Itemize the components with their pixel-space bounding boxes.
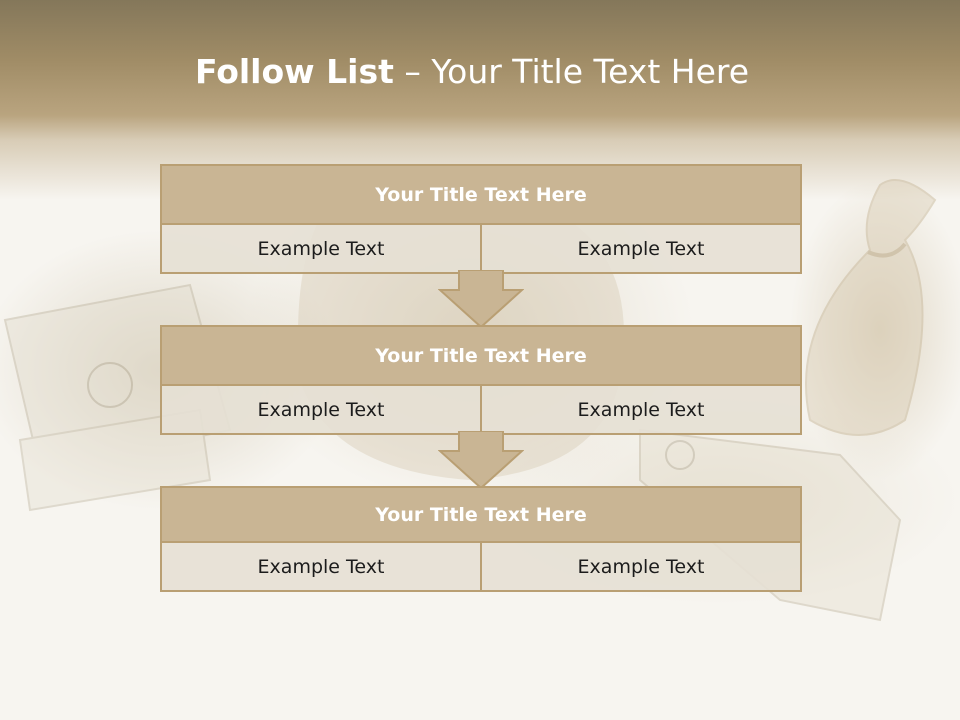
block-cell-left: Example Text: [162, 225, 482, 272]
block-cell-right: Example Text: [577, 237, 705, 260]
block-row: Example Text Example Text: [162, 386, 800, 433]
block-row: Example Text Example Text: [162, 225, 800, 272]
list-block-1: Your Title Text Here Example Text Exampl…: [160, 164, 802, 274]
block-row: Example Text Example Text: [162, 543, 800, 590]
list-block-2: Your Title Text Here Example Text Exampl…: [160, 325, 802, 435]
slide-title-bold: Follow List: [194, 52, 394, 91]
slide-title: Follow List – Your Title Text Here: [0, 52, 944, 91]
down-arrow-icon: [438, 431, 524, 490]
block-cell-left: Example Text: [162, 386, 482, 433]
block-title: Your Title Text Here: [162, 488, 800, 543]
block-cell-right: Example Text: [577, 398, 705, 421]
slide-title-rest: – Your Title Text Here: [393, 52, 750, 91]
list-block-3: Your Title Text Here Example Text Exampl…: [160, 486, 802, 592]
down-arrow-icon: [438, 270, 524, 329]
money-bag-icon: [805, 179, 937, 436]
block-cell-left: Example Text: [162, 543, 482, 590]
block-cell-right: Example Text: [577, 555, 705, 578]
block-title: Your Title Text Here: [162, 166, 800, 225]
block-title: Your Title Text Here: [162, 327, 800, 386]
